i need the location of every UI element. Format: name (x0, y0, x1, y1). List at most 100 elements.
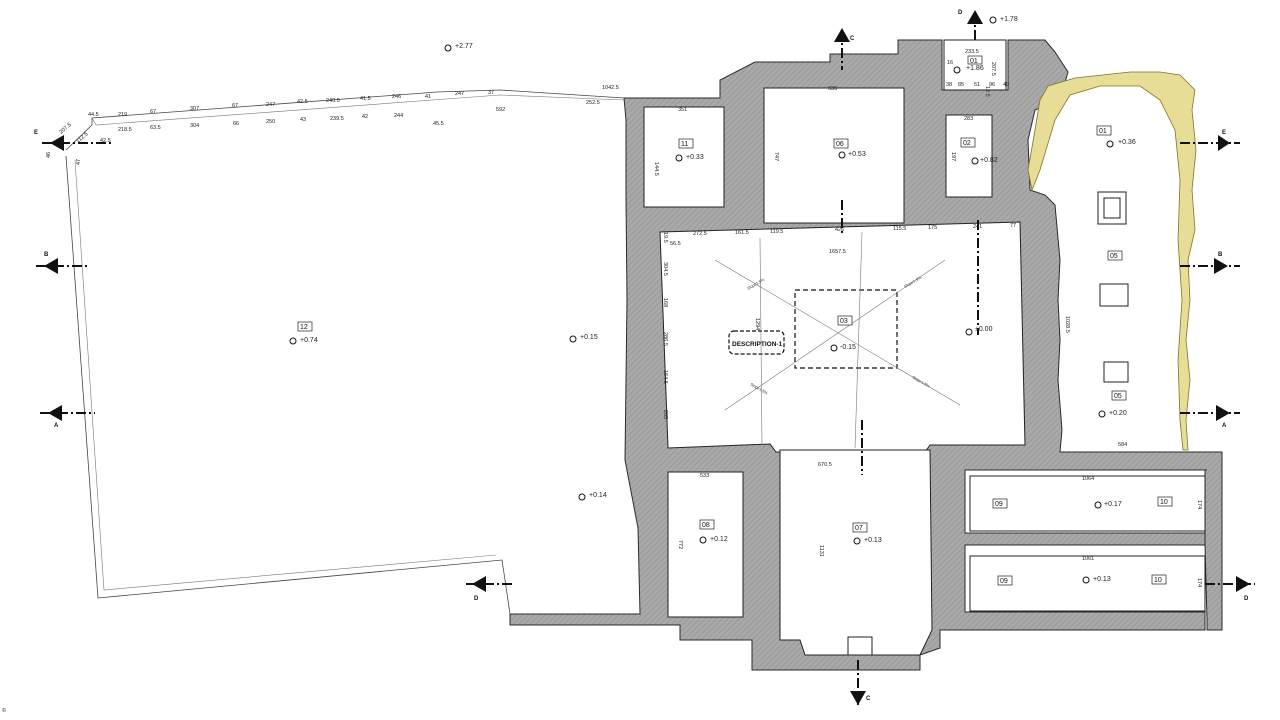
section-label: D (1244, 596, 1249, 602)
level-marker-icon (675, 154, 683, 162)
svg-text:42.5: 42.5 (297, 99, 308, 105)
svg-text:1028.5: 1028.5 (1064, 316, 1070, 333)
svg-text:233.5: 233.5 (965, 49, 979, 55)
svg-text:37: 37 (488, 90, 494, 96)
svg-text:+0.13: +0.13 (1093, 576, 1111, 583)
svg-text:252.5: 252.5 (586, 100, 600, 106)
svg-text:11: 11 (681, 141, 688, 148)
svg-text:+0.17: +0.17 (1104, 501, 1122, 508)
svg-text:67: 67 (150, 109, 156, 115)
svg-text:207.5: 207.5 (990, 62, 996, 76)
svg-text:533: 533 (700, 473, 709, 479)
room-05: 05 +0.20 (1098, 390, 1127, 418)
svg-text:119.5: 119.5 (770, 229, 783, 235)
svg-text:219: 219 (118, 112, 127, 118)
section-label: D (958, 10, 963, 16)
room-06: 06 +0.53 (833, 138, 866, 159)
extra-levels: +2.77 +1.78 +0.15 +0.14 ±0.00 (444, 16, 1018, 501)
room-07: 07 +0.13 (852, 522, 882, 545)
section-label: B (44, 252, 49, 258)
svg-text:12.5: 12.5 (984, 86, 990, 97)
svg-text:161.5: 161.5 (735, 230, 749, 236)
svg-text:174: 174 (1196, 500, 1202, 509)
svg-text:1131: 1131 (818, 545, 824, 557)
svg-text:246: 246 (392, 94, 401, 100)
svg-text:09: 09 (995, 501, 1003, 508)
svg-text:+2.77: +2.77 (455, 43, 473, 50)
svg-text:45.5: 45.5 (433, 121, 444, 127)
section-arrow-icon (1214, 258, 1228, 274)
svg-text:286.5: 286.5 (662, 332, 668, 346)
section-arrow-icon (1216, 405, 1230, 421)
section-arrow-icon (48, 405, 62, 421)
svg-text:01: 01 (970, 58, 978, 65)
section-arrow-icon (1218, 135, 1230, 151)
svg-text:283: 283 (964, 116, 973, 122)
svg-text:670.5: 670.5 (818, 462, 832, 468)
svg-text:250: 250 (266, 119, 275, 125)
svg-text:1294: 1294 (754, 318, 760, 330)
section-label: E (34, 130, 38, 136)
section-label: C (850, 36, 855, 42)
level-marker-icon (965, 328, 973, 336)
svg-text:42.5: 42.5 (100, 138, 111, 144)
description-label: DESCRIPTION-1 (732, 341, 783, 348)
svg-text:272.5: 272.5 (693, 231, 707, 237)
svg-text:+0.15: +0.15 (580, 334, 598, 341)
svg-text:01: 01 (1099, 128, 1107, 135)
section-arrow-icon (850, 691, 866, 705)
svg-text:85: 85 (958, 82, 964, 88)
svg-text:05: 05 (1110, 253, 1118, 260)
svg-text:+0.13: +0.13 (864, 537, 882, 544)
svg-text:247: 247 (455, 91, 464, 97)
room-labels: 01 +0.36 02 +0.82 03 -0.15 05 +0.20 06 +… (289, 55, 1173, 586)
walls (509, 39, 1223, 671)
svg-text:175: 175 (928, 225, 937, 231)
svg-text:351: 351 (678, 107, 687, 113)
section-label: E (1222, 130, 1226, 136)
level-marker-icon (578, 493, 586, 501)
svg-text:±0.00: ±0.00 (975, 326, 993, 333)
svg-text:38: 38 (946, 82, 952, 88)
level-marker-icon (699, 536, 707, 544)
level-marker-icon (1094, 501, 1102, 509)
room-09-upper: 09 +0.17 (992, 498, 1122, 509)
room-01: 01 +0.36 (1096, 125, 1136, 148)
svg-text:+0.20: +0.20 (1109, 410, 1127, 417)
svg-text:592: 592 (496, 107, 505, 113)
room-01-entry: 01 +1.86 (953, 55, 984, 74)
level-marker-icon (989, 16, 997, 24)
section-markers: E E B B A A D D C D C (34, 10, 1250, 705)
section-arrow-icon (472, 576, 486, 592)
svg-text:1042.5: 1042.5 (602, 85, 619, 91)
svg-text:02: 02 (963, 140, 971, 147)
svg-text:41.5: 41.5 (360, 96, 371, 102)
room-08: 08 +0.12 (699, 519, 728, 544)
svg-text:1064: 1064 (1082, 476, 1094, 482)
svg-text:197: 197 (950, 152, 956, 161)
courtyard-outline (65, 89, 625, 615)
svg-text:63.5: 63.5 (150, 125, 161, 131)
level-marker-icon (444, 44, 452, 52)
level-marker-icon (838, 151, 846, 159)
diagonals (714, 231, 961, 449)
section-label: D (474, 596, 479, 602)
svg-text:06: 06 (836, 141, 844, 148)
svg-text:67: 67 (232, 103, 238, 109)
svg-text:41: 41 (425, 94, 431, 100)
svg-text:+0.12: +0.12 (710, 536, 728, 543)
section-arrow-icon (967, 10, 983, 24)
room-11: 11 +0.33 (675, 138, 704, 162)
level-marker-icon (971, 157, 979, 165)
svg-text:-0.15: -0.15 (840, 344, 856, 351)
svg-text:168: 168 (662, 298, 668, 307)
level-marker-icon (953, 66, 961, 74)
svg-text:304.5: 304.5 (662, 262, 668, 276)
room-12: 12 +0.74 (289, 321, 318, 345)
svg-text:40: 40 (1003, 82, 1009, 88)
section-arrow-icon (834, 28, 850, 42)
svg-text:164.5: 164.5 (662, 370, 668, 384)
room-10-lower: 10 (1151, 574, 1167, 585)
svg-text:207.5: 207.5 (58, 122, 72, 135)
svg-text:+1.86: +1.86 (966, 65, 984, 72)
